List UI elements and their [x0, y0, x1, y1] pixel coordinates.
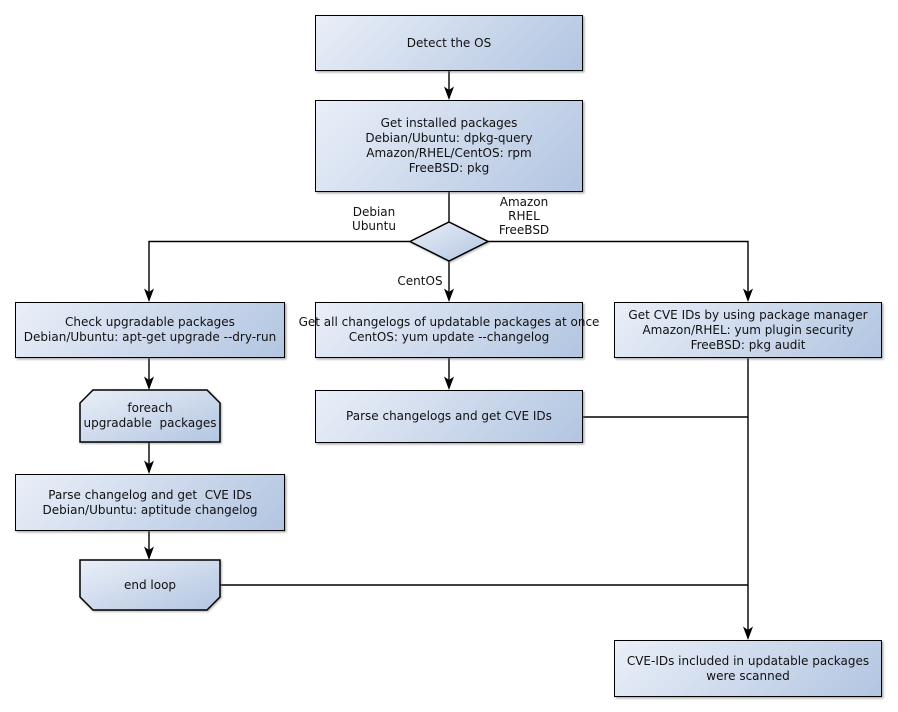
node-parse-changelog-line1: Parse changelog and get CVE IDs	[48, 487, 252, 502]
edge-label-centos: CentOS	[397, 274, 443, 288]
node-scan-result-line1: CVE-IDs included in updatable packages	[626, 653, 870, 668]
node-get-all-changelogs: Get all changelogs of updatable packages…	[299, 302, 599, 358]
arrowhead-into-parse-changelog	[144, 460, 154, 474]
node-scan-result-line2: were scanned	[706, 668, 790, 683]
node-get-installed-line1: Get installed packages	[380, 116, 518, 130]
node-get-cve-ids-line1: Get CVE IDs by using package manager	[628, 307, 868, 322]
arrowhead-into-installed	[444, 86, 454, 100]
arrowhead-into-get-cve-ids	[743, 288, 753, 302]
node-parse-changelog-line2: Debian/Ubuntu: aptitude changelog	[42, 502, 258, 517]
arrowhead-into-foreach	[144, 376, 154, 390]
node-detect-os-text: Detect the OS	[406, 35, 492, 50]
connector-decision-to-check-upgradable	[148, 240, 410, 300]
arrowhead-into-result	[743, 626, 753, 640]
arrowhead-into-get-all-changelogs	[444, 288, 454, 302]
node-parse-changelogs-text: Parse changelogs and get CVE IDs	[346, 409, 552, 423]
node-end-loop-text: end loop	[123, 577, 177, 592]
node-check-upgradable-packages: Check upgradable packages Debian/Ubuntu:…	[15, 302, 285, 358]
node-get-installed-line4: FreeBSD: pkg	[408, 161, 490, 175]
node-get-all-changelogs-line1: Get all changelogs of updatable packages…	[298, 315, 600, 329]
arrowhead-into-endloop	[144, 546, 154, 560]
node-get-installed-line3: Amazon/RHEL/CentOS: rpm	[366, 146, 532, 160]
node-get-installed-line2: Debian/Ubuntu: dpkg-query	[365, 131, 533, 145]
node-get-cve-ids-line2: Amazon/RHEL: yum plugin security	[642, 322, 854, 337]
node-end-loop: end loop	[80, 560, 220, 610]
node-get-cve-ids-line3: FreeBSD: pkg audit	[690, 337, 806, 352]
node-get-all-changelogs-line2: CentOS: yum update --changelog	[348, 330, 550, 344]
node-get-installed-packages: Get installed packages Debian/Ubuntu: dp…	[315, 100, 583, 192]
node-check-upgradable-line1: Check upgradable packages	[65, 315, 235, 329]
node-scan-result: CVE-IDs included in updatable packages w…	[614, 640, 882, 697]
edge-label-amazon: Amazon	[499, 195, 549, 209]
edge-label-debian: Debian	[352, 205, 396, 219]
node-get-cve-ids-pkg-manager: Get CVE IDs by using package manager Ama…	[614, 302, 882, 358]
node-parse-changelogs-centos: Parse changelogs and get CVE IDs	[315, 390, 583, 443]
arrowhead-into-parse-changelogs	[444, 376, 454, 390]
arrowhead-into-check-upgradable	[144, 288, 154, 302]
edge-label-rhel: RHEL	[508, 209, 540, 223]
node-foreach-line2: upgradable packages	[83, 416, 217, 430]
connector-decision-to-get-cve-ids	[488, 240, 749, 300]
node-foreach-line1: foreach	[127, 401, 173, 415]
node-parse-changelog-deb: Parse changelog and get CVE IDs Debian/U…	[15, 474, 285, 531]
edge-label-amazon-rhel-freebsd: Amazon RHEL FreeBSD	[493, 195, 555, 237]
edge-label-ubuntu: Ubuntu	[352, 219, 396, 233]
node-detect-os: Detect the OS	[315, 15, 583, 71]
edge-label-freebsd: FreeBSD	[498, 223, 550, 237]
node-check-upgradable-line2: Debian/Ubuntu: apt-get upgrade --dry-run	[23, 330, 277, 344]
loop-start-shape	[79, 389, 221, 443]
decision-diamond-os	[408, 221, 490, 262]
node-foreach-loop-start: foreach upgradable packages	[80, 390, 220, 442]
loop-end-shape	[79, 559, 221, 611]
edge-label-debian-ubuntu: Debian Ubuntu	[343, 205, 405, 233]
